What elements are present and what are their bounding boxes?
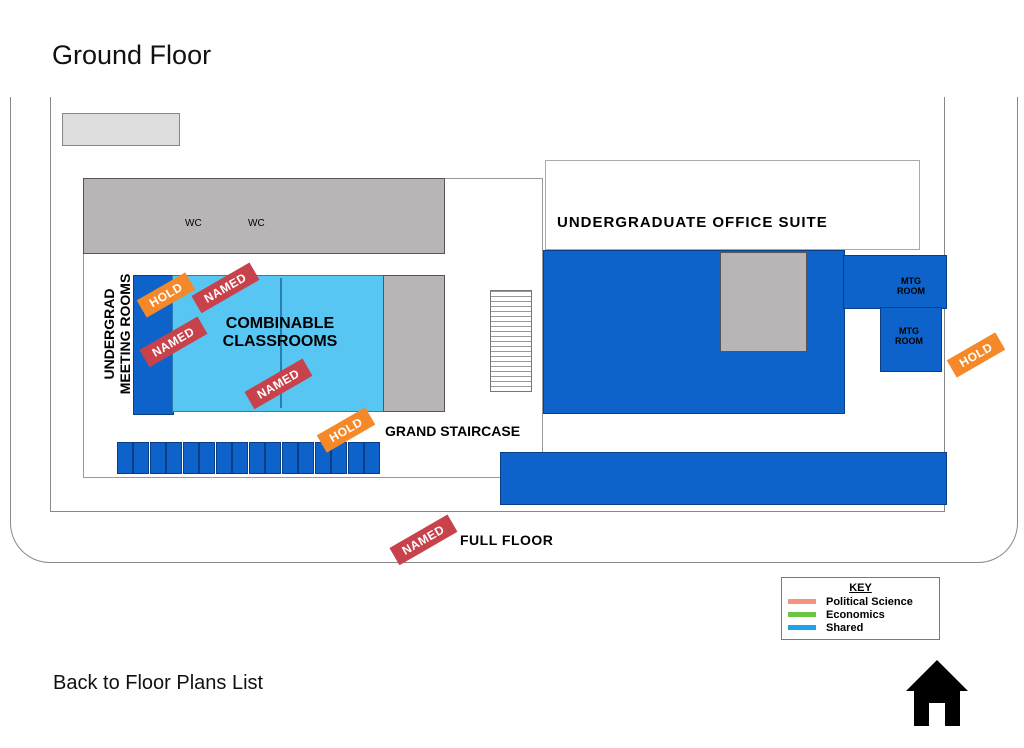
desk [117, 442, 133, 474]
meeting-rooms-label-line: MEETING ROOMS [117, 273, 133, 395]
shared-swatch [788, 625, 816, 630]
wc-label: WC [248, 218, 265, 229]
legend-item: Political Science [788, 595, 939, 608]
classrooms-label-line: CLASSROOMS [222, 333, 338, 350]
desk [249, 442, 265, 474]
desk [298, 442, 314, 474]
window-bay [62, 113, 180, 146]
legend-label: Political Science [826, 595, 913, 608]
mtg-room-label: MTG ROOM [897, 276, 925, 296]
classrooms-label-line: COMBINABLE [225, 315, 335, 332]
page-title: Ground Floor [52, 40, 212, 70]
desk [282, 442, 298, 474]
legend-item: Shared [788, 621, 939, 634]
plaza [545, 160, 920, 250]
office-suite-label: UNDERGRADUATE OFFICE SUITE [557, 214, 828, 231]
desk [133, 442, 149, 474]
desk [166, 442, 182, 474]
mtg-room-2 [880, 307, 942, 372]
legend-title: KEY [849, 582, 872, 594]
desk [199, 442, 215, 474]
legend: KEY Political Science Economics Shared [781, 577, 940, 640]
building-outline [10, 97, 1018, 563]
desk [232, 442, 248, 474]
desk [216, 442, 232, 474]
staircase-label: GRAND STAIRCASE [385, 423, 521, 439]
wc-label: WC [185, 218, 202, 229]
partition [280, 278, 282, 408]
stair-core [383, 275, 445, 412]
south-offices [500, 452, 947, 505]
political-science-swatch [788, 599, 816, 604]
legend-item: Economics [788, 608, 939, 621]
legend-label: Economics [826, 608, 885, 621]
back-to-floor-plans-link[interactable]: Back to Floor Plans List [53, 672, 264, 694]
mtg-room-1 [843, 255, 947, 309]
meeting-rooms-label-line: UNDERGRAD [101, 288, 117, 380]
desk [150, 442, 166, 474]
desk [348, 442, 364, 474]
desk [265, 442, 281, 474]
mtg-room-label: MTG ROOM [895, 326, 923, 346]
elevator-core [720, 252, 807, 352]
legend-label: Shared [826, 621, 864, 634]
desk [364, 442, 380, 474]
full-floor-label: FULL FLOOR [460, 532, 554, 548]
desk [183, 442, 199, 474]
home-icon[interactable] [905, 658, 969, 733]
service-block [83, 178, 445, 254]
stair [490, 290, 532, 392]
economics-swatch [788, 612, 816, 617]
